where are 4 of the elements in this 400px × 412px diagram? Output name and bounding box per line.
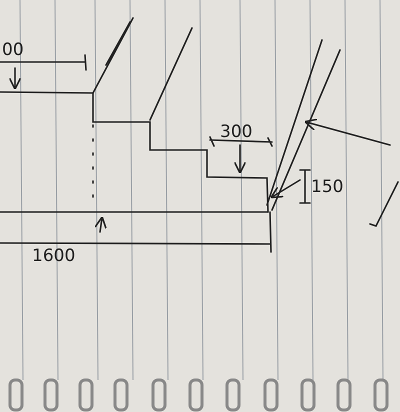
dimension-value: 1600 [32, 248, 76, 265]
dimension-value: 00 [2, 42, 24, 59]
dimension-value: 300 [220, 124, 252, 141]
dimension-value: 150 [311, 179, 344, 196]
